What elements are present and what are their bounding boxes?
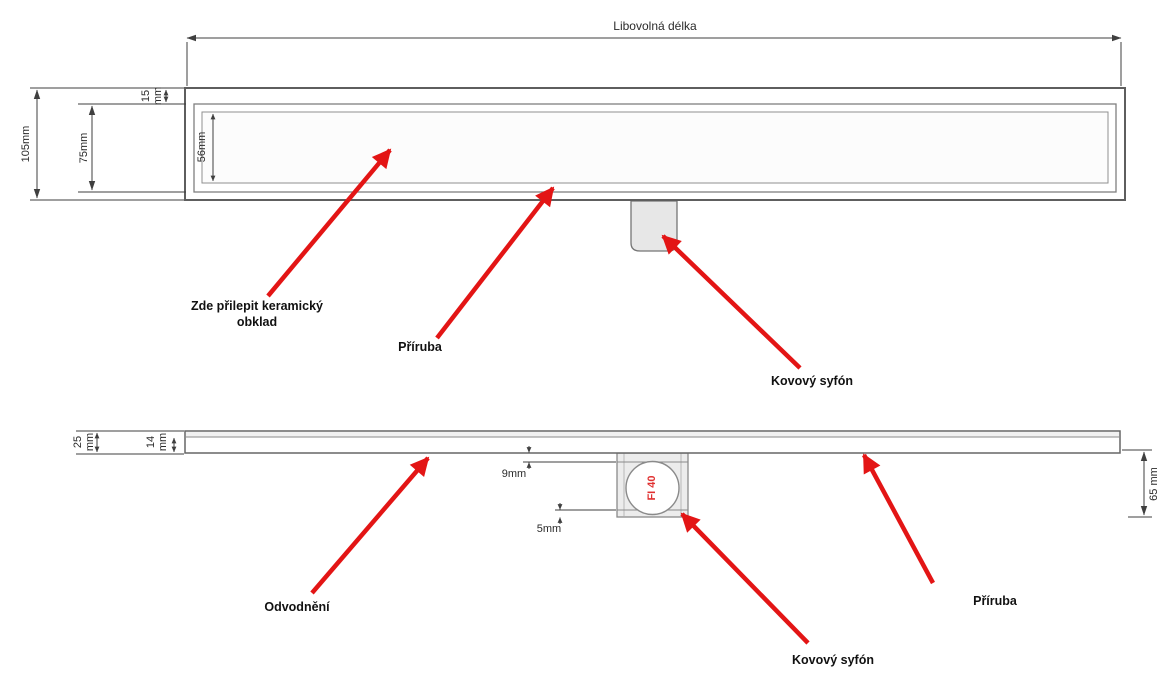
drainage-callout-label: Odvodnění [264,600,330,614]
length-dimension-label: Libovolná délka [613,19,697,33]
arrow-flange-top [435,186,555,340]
siphon-outlet-circle [625,460,680,516]
dim-15mm-label: 15 mm [139,86,164,106]
siphon-diameter-label: FI 40 [645,475,658,501]
arrow-siphon-side [680,512,810,645]
arrow-tile-area [266,148,392,298]
side-view-dimension-lines [76,430,1152,524]
callout-arrows [266,148,935,645]
arrow-siphon-top [661,234,802,370]
arrow-drainage [310,456,430,595]
siphon-top-callout-label: Kovový syfón [771,374,853,388]
dim-105mm-label: 105mm [19,125,32,163]
tile-callout-label: Zde přilepit keramický obklad [190,299,323,330]
flange-top-callout-label: Příruba [398,340,442,354]
side-view-drawing [184,430,1121,518]
flange-side-callout-label: Příruba [973,594,1017,608]
dim-75mm-label: 75mm [77,132,90,164]
dim-56mm-label: 56mm [195,131,208,163]
siphon-side-callout-label: Kovový syfón [792,653,874,667]
arrow-flange-side [862,453,935,585]
channel-mid-frame [193,103,1117,193]
dim-5mm-label: 5mm [536,523,562,535]
dim-65mm-label: 65 mm [1147,467,1160,501]
dim-9mm-label: 9mm [501,468,527,480]
dim-14mm-label: 14 mm [144,432,169,452]
channel-inner-area [201,111,1109,184]
dim-25mm-label: 25 mm [71,432,96,452]
top-view-dimension-lines [30,34,1122,201]
top-view-drawing [184,87,1126,252]
